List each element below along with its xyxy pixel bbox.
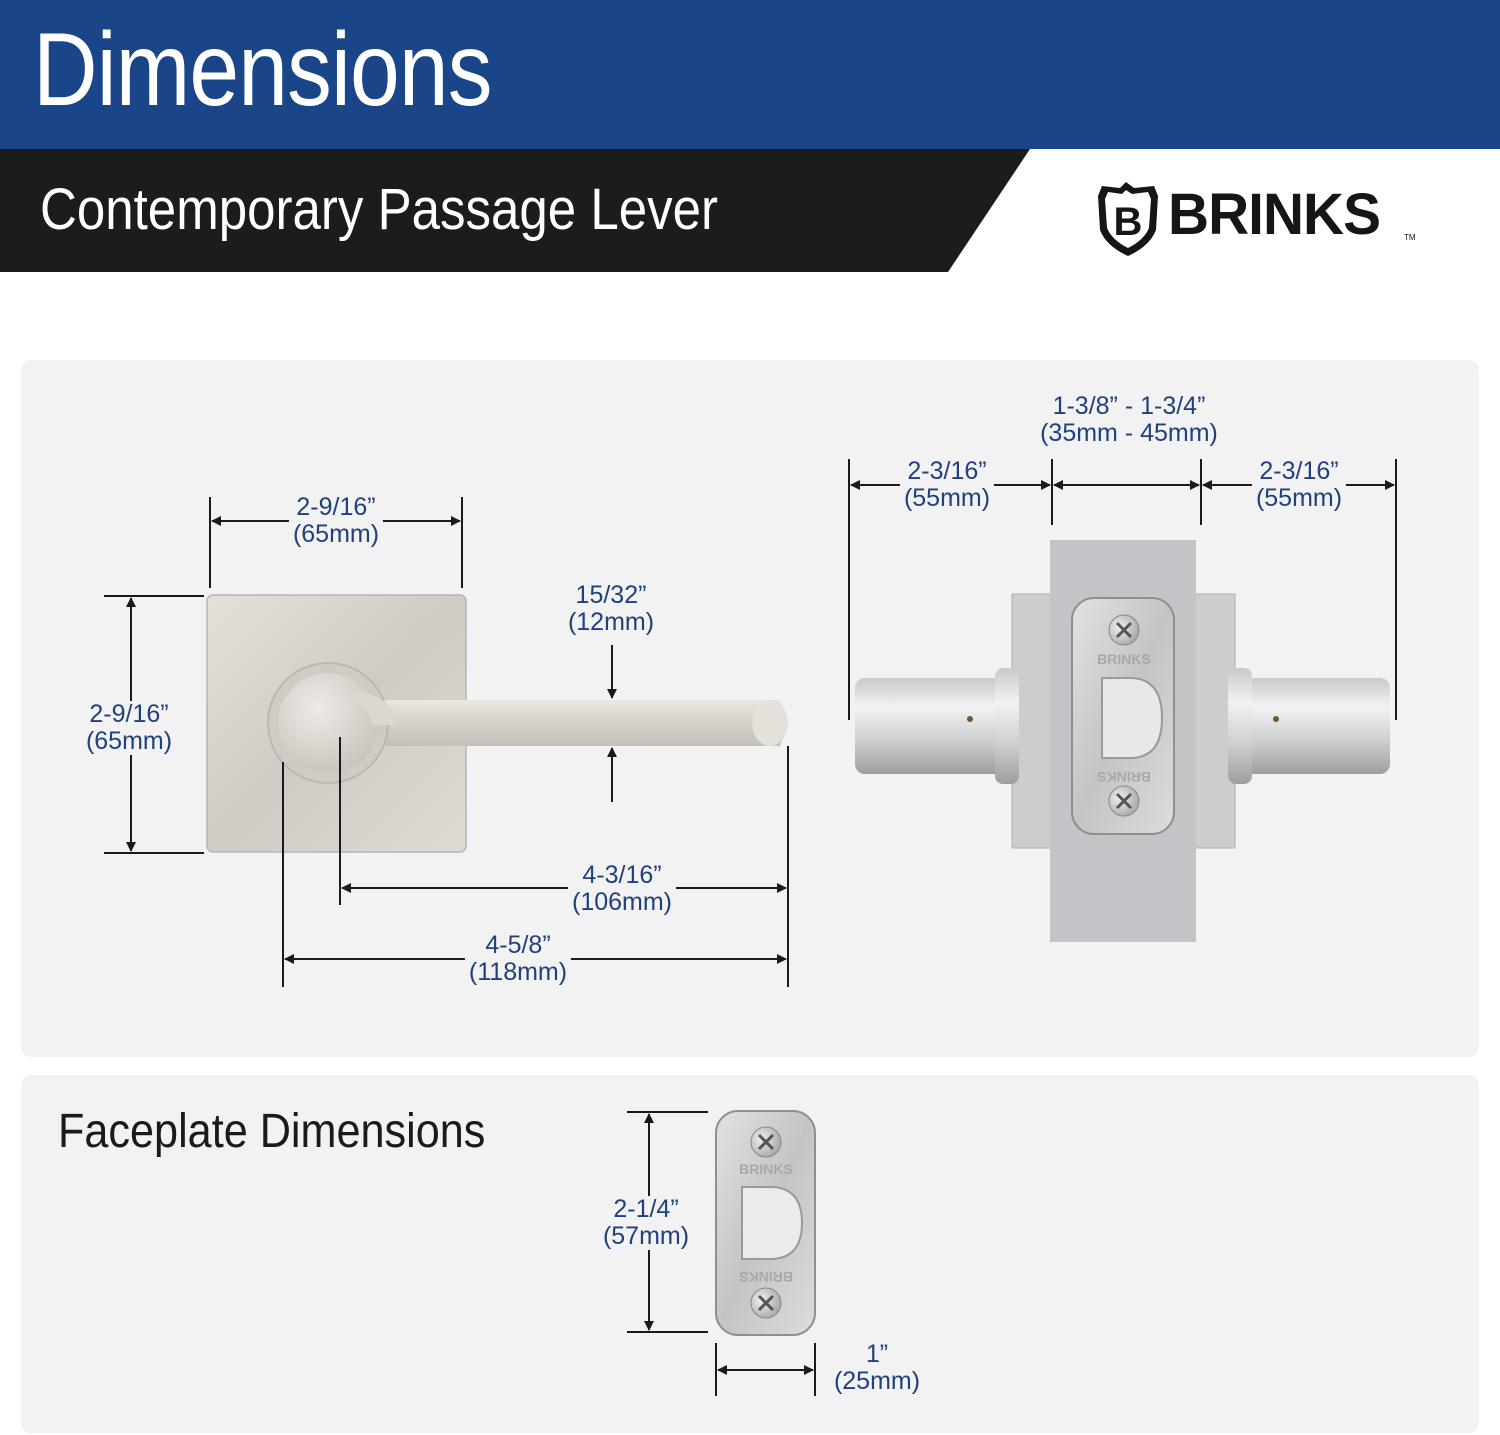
right-projection-label: 2-3/16”(55mm) [1251, 458, 1347, 512]
faceplate-height-label: 2-1/4”(57mm) [598, 1196, 694, 1250]
rose-width-label: 2-9/16”(65mm) [288, 494, 384, 548]
faceplate-width-label: 1”(25mm) [829, 1341, 925, 1395]
brand-trademark: TM [1404, 233, 1416, 242]
overall-length-label: 4-5/8”(118mm) [464, 932, 572, 986]
spindle-to-tip-label: 4-3/16”(106mm) [567, 862, 677, 916]
faceplate-stamp-top: BRINKS [739, 1161, 793, 1177]
lever-thickness-label: 15/32”(12mm) [563, 582, 659, 636]
faceplate-stamp-top: BRINKS [1097, 651, 1151, 667]
brand-name: BRINKS [1168, 182, 1381, 247]
brinks-shield-logo-icon: B [1098, 182, 1158, 256]
brand-logo-letter: B [1114, 200, 1143, 244]
faceplate-drawing: BRINKS BRINKS [715, 1110, 816, 1336]
header-bar [0, 0, 1500, 149]
faceplate-title: Faceplate Dimensions [58, 1105, 486, 1158]
faceplate-stamp-bottom: BRINKS [739, 1269, 793, 1285]
door-thickness-label: 1-3/8” - 1-3/4”(35mm - 45mm) [1036, 393, 1222, 447]
lever-front-view [206, 594, 788, 853]
subtitle-band [0, 149, 1030, 272]
rose-height-label: 2-9/16”(65mm) [81, 701, 177, 755]
side-view-drawing: BRINKS BRINKS [855, 540, 1390, 942]
product-subtitle: Contemporary Passage Lever [40, 177, 719, 242]
faceplate-stamp-bottom: BRINKS [1097, 769, 1151, 785]
page-title: Dimensions [33, 12, 493, 128]
left-projection-label: 2-3/16”(55mm) [899, 458, 995, 512]
